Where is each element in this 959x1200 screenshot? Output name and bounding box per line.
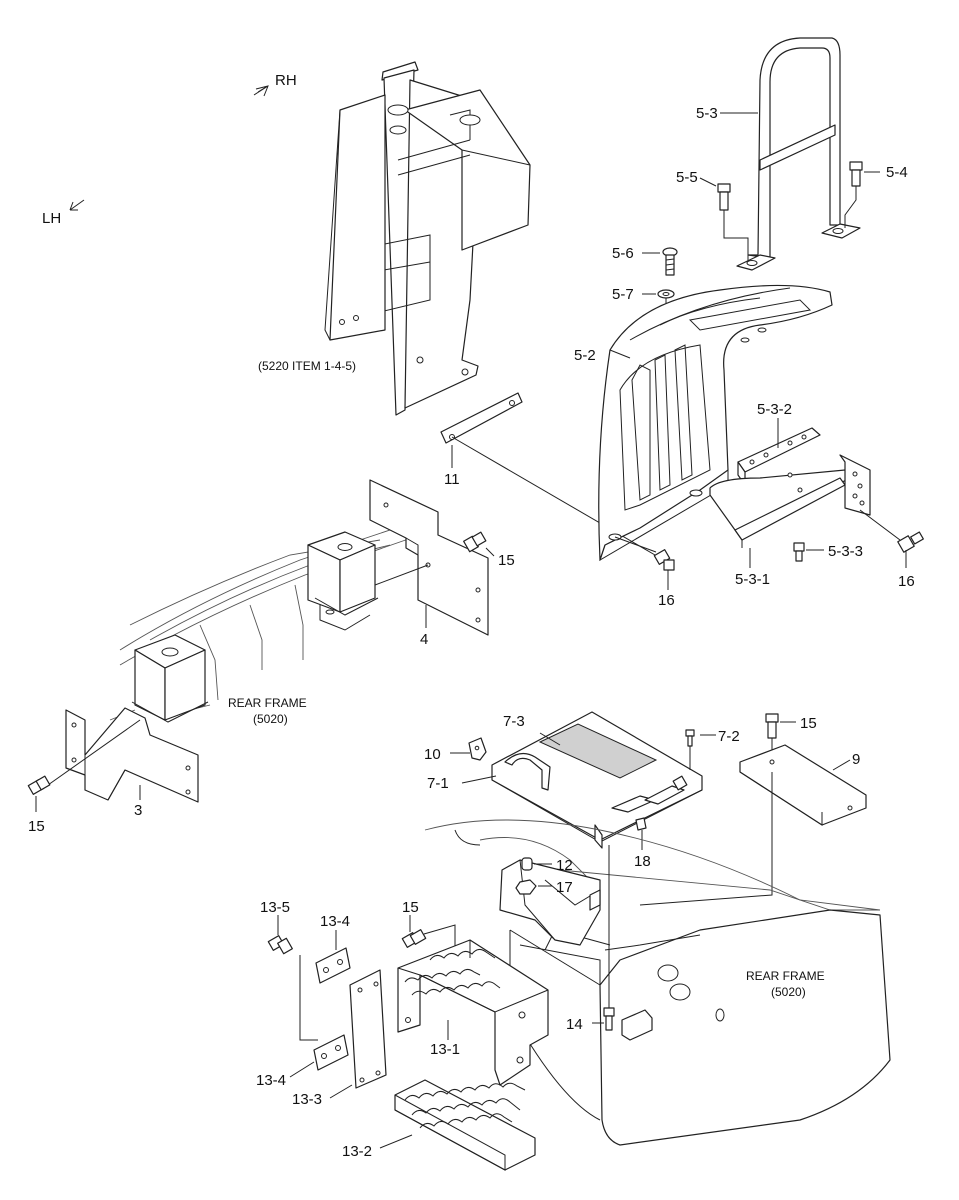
part-16-bolt-left (653, 549, 675, 571)
label-12: 12 (556, 857, 573, 874)
part-5-3-1-bracket (709, 454, 871, 548)
label-5-3-3: 5-3-3 (828, 543, 863, 560)
label-11: 11 (444, 471, 460, 488)
leader-9 (832, 759, 851, 771)
part-5-3-handrail (736, 37, 861, 271)
part-7-3-mesh-pad (538, 723, 658, 779)
label-15-c: 15 (800, 715, 817, 732)
label-16-left: 16 (658, 592, 675, 609)
rear-frame-left-line2: (5020) (253, 712, 288, 726)
label-5-2: 5-2 (574, 347, 596, 364)
rear-frame-right-line2: (5020) (771, 985, 806, 999)
leader-7-2 (689, 734, 716, 770)
part-13-4-plate-lower (313, 1034, 349, 1071)
label-16-right: 16 (898, 573, 915, 590)
label-17: 17 (556, 879, 573, 896)
part-15-bolt-b (27, 775, 51, 795)
part-9-bracket (739, 744, 867, 826)
leader-3-to-frame (47, 719, 141, 786)
label-5-4: 5-4 (886, 164, 908, 181)
label-15-a: 15 (498, 552, 515, 569)
leader-4-to-frame (374, 564, 429, 586)
lh-label: LH (42, 210, 61, 227)
label-18: 18 (634, 853, 651, 870)
leader-5-2 (609, 349, 631, 359)
label-3: 3 (134, 802, 142, 819)
part-5-5-bolt (717, 183, 731, 211)
leader-16-left (614, 536, 669, 590)
part-13-2-tread (394, 1079, 536, 1171)
part-3-plate (65, 707, 199, 803)
part-18-pin (635, 817, 647, 831)
label-13-3: 13-3 (292, 1091, 322, 1108)
leader-13-4-b (289, 1061, 315, 1078)
leader-14 (592, 845, 610, 1024)
leader-13-3 (329, 1084, 353, 1099)
label-7-1: 7-1 (427, 775, 449, 792)
part-7-2-bolt (685, 729, 695, 747)
lid-latch (611, 775, 688, 813)
label-13-1: 13-1 (430, 1041, 460, 1058)
part-13-5-bolt (267, 935, 293, 955)
label-15-b: 15 (28, 818, 45, 835)
leader-5-4 (844, 171, 880, 228)
leader-7-3 (539, 732, 561, 746)
part-15-bolt-c (765, 713, 779, 739)
label-7-2: 7-2 (718, 728, 740, 745)
part-15-bolt-a (463, 531, 487, 553)
label-7-3: 7-3 (503, 713, 525, 730)
part-5-6-screw (662, 247, 678, 276)
part-5-2-fender (598, 284, 833, 562)
rear-frame-mount-upper (307, 531, 379, 631)
label-13-4-b: 13-4 (256, 1072, 286, 1089)
leader-15-a (485, 547, 495, 557)
label-14: 14 (566, 1016, 583, 1033)
leader-13-5-to-plate (299, 955, 318, 1041)
rh-direction-arrow-icon (253, 85, 269, 97)
part-5-7-washer (657, 289, 675, 299)
rear-frame-mount-lower (131, 634, 209, 723)
leader-13-2 (379, 1134, 413, 1149)
leader-7-1 (461, 775, 497, 784)
label-5-3-2: 5-3-2 (757, 401, 792, 418)
label-9: 9 (852, 751, 860, 768)
rh-label: RH (275, 72, 297, 89)
part-4-plate (369, 479, 489, 636)
ladder-assembly (324, 61, 531, 416)
part-15-bolt-d (401, 929, 427, 948)
part-13-1-step (397, 939, 549, 1086)
label-10: 10 (424, 746, 441, 763)
part-13-3-hanger (349, 969, 387, 1089)
leader-16-right (859, 509, 907, 568)
label-5-7: 5-7 (612, 286, 634, 303)
part-12-bolt (521, 857, 533, 871)
leader-9-to-frame (639, 772, 773, 906)
lh-direction-arrow-icon (69, 199, 85, 211)
part-5-3-3-bolt (793, 542, 805, 562)
part-13-4-plate-upper (315, 947, 351, 984)
part-5-4-bolt (849, 161, 863, 187)
label-13-4-a: 13-4 (320, 913, 350, 930)
part-10-hinge (468, 737, 487, 761)
rear-frame-right-line1: REAR FRAME (746, 969, 825, 983)
label-15-d: 15 (402, 899, 419, 916)
label-5-5: 5-5 (676, 169, 698, 186)
handle-grip (504, 752, 551, 791)
ladder-reference-note: (5220 ITEM 1-4-5) (258, 359, 356, 373)
part-16-bolt-right (897, 531, 924, 553)
label-5-3: 5-3 (696, 105, 718, 122)
label-13-2: 13-2 (342, 1143, 372, 1160)
leader-5-5 (699, 177, 749, 262)
part-14-bolt (603, 1007, 615, 1031)
frame-clip (621, 1009, 653, 1041)
rear-frame-left-line1: REAR FRAME (228, 696, 307, 710)
label-5-3-1: 5-3-1 (735, 571, 770, 588)
label-13-5: 13-5 (260, 899, 290, 916)
label-5-6: 5-6 (612, 245, 634, 262)
label-4: 4 (420, 631, 428, 648)
part-11-bracket (440, 392, 523, 444)
part-17-nut (515, 879, 537, 895)
